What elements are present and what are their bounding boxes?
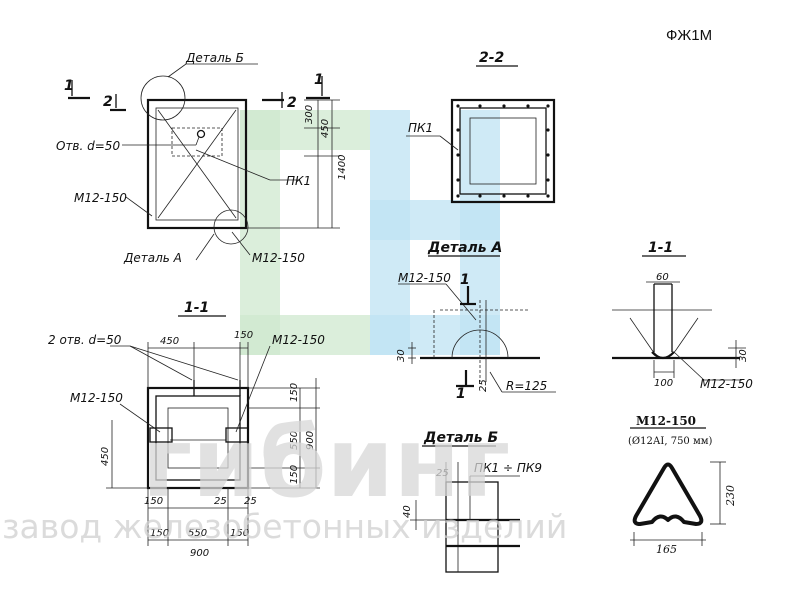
dim-450-top: 450 (160, 336, 179, 347)
detail-a-dim-25: 25 (478, 379, 489, 392)
watermark-tagline: завод железобетонных изделий (2, 507, 567, 546)
document-code: ФЖ1М (666, 27, 712, 44)
watermark-brand: гибинг (142, 407, 510, 519)
section-1-1-right-title: 1-1 (648, 240, 673, 256)
dim-300: 300 (304, 105, 315, 124)
dim-450-left: 450 (100, 447, 111, 466)
loop-spec-title: М12-150 (636, 414, 696, 428)
dim-550-bottom: 550 (188, 528, 207, 539)
loop-spec-width: 165 (656, 543, 677, 556)
section-1-1-right-dim-30: 30 (738, 349, 749, 362)
dim-150-top: 150 (234, 330, 253, 341)
watermark-logo (240, 110, 500, 355)
dim-150-bottom-3: 150 (230, 528, 249, 539)
dim-150-bottom-2: 150 (150, 528, 169, 539)
cut-mark-2-right: 2 (287, 95, 297, 111)
section-1-1-right-dim-100: 100 (654, 378, 673, 389)
section-1-1-right-dim-60: 60 (656, 272, 669, 283)
loop-spec-desc: (Ø12АI, 750 мм) (628, 436, 713, 447)
dim-550-right: 550 (289, 431, 300, 450)
loop-label-section-left: М12-150 (70, 391, 123, 405)
dim-25-a: 25 (214, 496, 227, 507)
detail-a-title: Деталь А (427, 240, 502, 256)
loop-label-plan: М12-150 (74, 191, 127, 205)
hole-label: Отв. d=50 (56, 139, 120, 153)
loop-label-plan-2: М12-150 (252, 251, 305, 265)
plan-view (68, 63, 340, 261)
cut-mark-1-right: 1 (314, 72, 324, 88)
detail-b-pk: ПК1 ÷ ПК9 (474, 461, 542, 475)
cut-mark-1-left: 1 (64, 78, 74, 94)
section-1-1-left (106, 315, 320, 546)
section-1-1-right (612, 255, 746, 381)
detail-a-dim-30: 30 (396, 349, 407, 362)
pk-label-plan: ПК1 (286, 174, 311, 188)
detail-a-cut-bottom: 1 (456, 386, 466, 402)
detail-a-cut-top: 1 (460, 272, 470, 288)
dim-900-bottom: 900 (190, 548, 209, 559)
dim-150-bottom-1: 150 (144, 496, 163, 507)
section-2-2-title: 2-2 (479, 50, 504, 66)
section-1-1-right-loop: М12-150 (700, 377, 753, 391)
detail-a-loop-label: М12-150 (398, 271, 451, 285)
holes-label: 2 отв. d=50 (48, 333, 122, 347)
section-1-1-left-title: 1-1 (184, 300, 209, 316)
pk-label-section: ПК1 (408, 121, 433, 135)
dim-1400: 1400 (337, 155, 348, 180)
detail-b-dim-40: 40 (402, 505, 413, 518)
dim-450: 450 (320, 119, 331, 138)
detail-a-label: Деталь А (123, 251, 182, 265)
detail-b-dim-25: 25 (436, 468, 449, 479)
dim-150-right-2: 150 (289, 465, 300, 484)
dim-25-b: 25 (244, 496, 257, 507)
detail-a-radius: R=125 (506, 379, 547, 393)
dim-150-right: 150 (289, 383, 300, 402)
section-2-2 (406, 65, 556, 204)
cut-mark-2-left: 2 (103, 94, 113, 110)
loop-spec (630, 427, 726, 546)
detail-a (398, 255, 556, 393)
detail-b (410, 445, 520, 573)
loop-label-section-right: М12-150 (272, 333, 325, 347)
detail-b-label: Деталь Б (185, 51, 244, 65)
dim-900-right: 900 (305, 431, 316, 450)
loop-spec-height: 230 (724, 485, 737, 507)
detail-b-title: Деталь Б (423, 430, 498, 446)
